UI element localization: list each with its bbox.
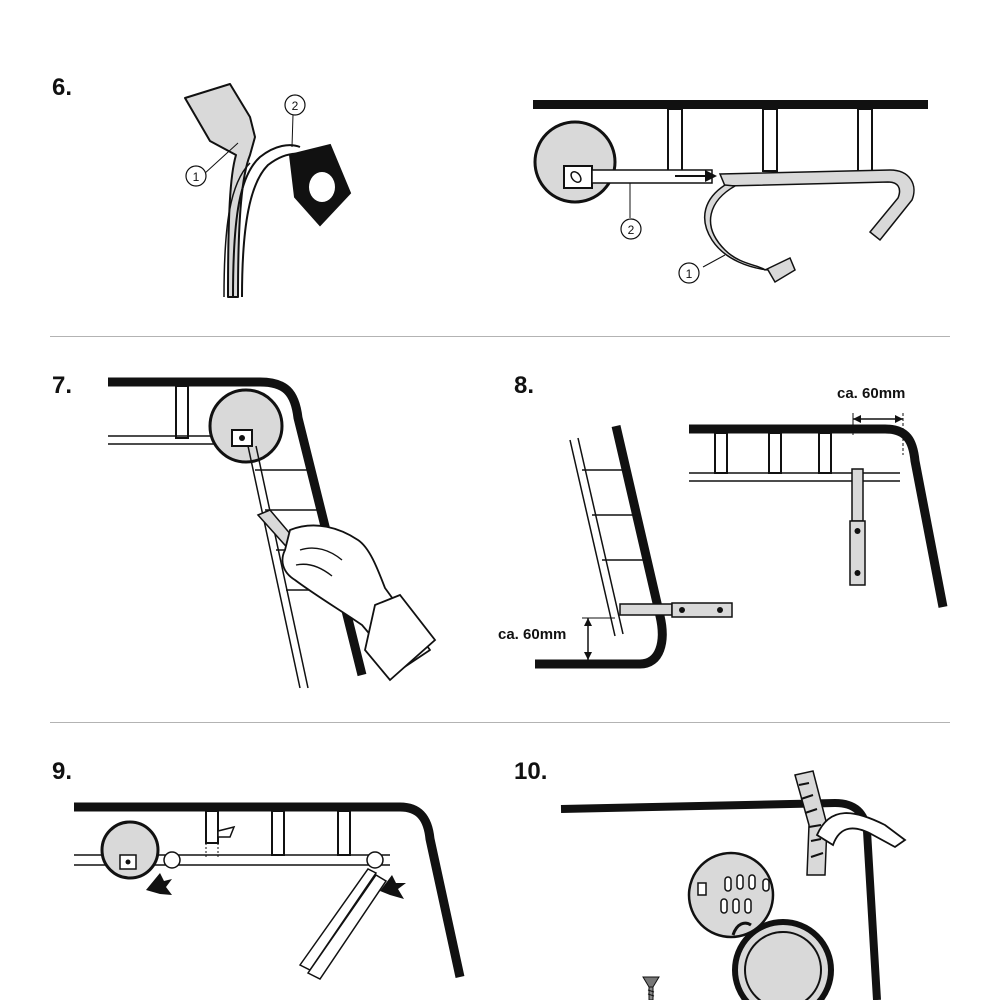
callout-2-text: 2 — [628, 223, 635, 237]
dimension-label-top: ca. 60mm — [837, 385, 906, 402]
callout-1-step6-right: 1 — [678, 262, 700, 284]
step-number-10: 10. — [514, 758, 548, 785]
section-divider-bottom — [50, 722, 950, 723]
step6-threading-illustration: 2 1 — [533, 100, 928, 284]
step8-top-illustration — [689, 413, 948, 608]
step10-illustration — [560, 770, 907, 1000]
dimension-label-side: ca. 60mm — [498, 626, 567, 643]
step-number-8: 8. — [514, 372, 535, 399]
step9-illustration — [74, 802, 465, 980]
callout-1-text: 1 — [686, 267, 693, 281]
callout-2-step6-left: 2 — [284, 94, 306, 116]
step-number-7: 7. — [52, 372, 73, 399]
step-number-6: 6. — [52, 74, 73, 101]
callout-1-text: 1 — [193, 170, 200, 184]
section-divider-top — [50, 336, 950, 337]
callout-1-step6-left: 1 — [185, 165, 207, 187]
callout-2-text: 2 — [292, 99, 299, 113]
step-number-9: 9. — [52, 758, 73, 785]
step7-illustration — [108, 377, 437, 689]
step8-side-illustration — [535, 424, 733, 669]
step6-strap-illustration: 1 2 — [184, 83, 352, 298]
callout-2-step6-right: 2 — [620, 218, 642, 240]
